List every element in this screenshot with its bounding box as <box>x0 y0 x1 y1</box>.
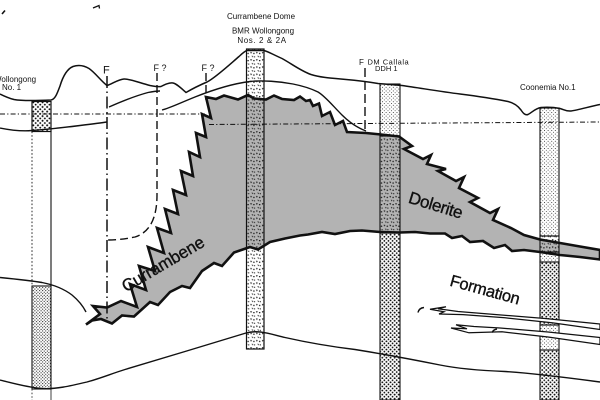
svg-text:DDH 1: DDH 1 <box>375 64 398 73</box>
svg-text:No. 1: No. 1 <box>2 83 22 92</box>
svg-text:F: F <box>359 58 364 67</box>
svg-text:DM Callala: DM Callala <box>368 58 410 67</box>
svg-text:F: F <box>103 65 110 77</box>
svg-text:BMR Wollongong: BMR Wollongong <box>232 27 294 36</box>
svg-text:Currambene Dome: Currambene Dome <box>227 12 296 21</box>
svg-text:F ?: F ? <box>154 63 167 73</box>
svg-text:Wollongong: Wollongong <box>0 75 36 84</box>
svg-text:Nos. 2 & 2A: Nos. 2 & 2A <box>237 36 286 45</box>
svg-text:Coonemia No.1: Coonemia No.1 <box>520 83 576 92</box>
svg-text:F ?: F ? <box>202 63 215 73</box>
